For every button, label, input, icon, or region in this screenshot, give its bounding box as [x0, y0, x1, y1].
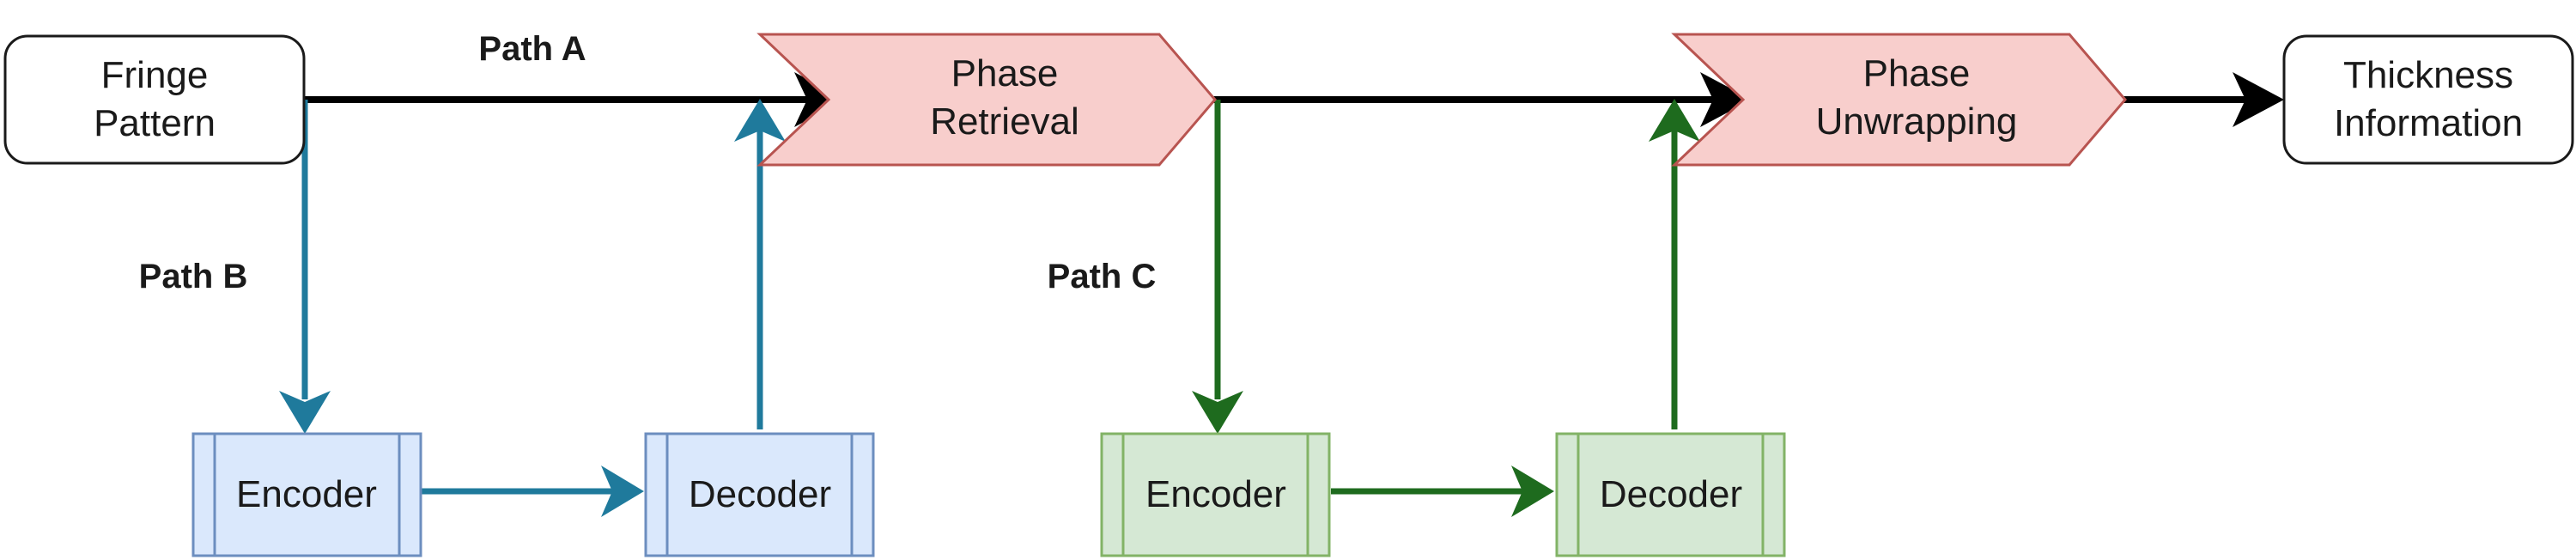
fringe-pattern-line1: Fringe [101, 54, 209, 96]
phase-retrieval-line2: Retrieval [930, 100, 1079, 143]
thickness-information-line2: Information [2334, 102, 2523, 144]
arrowhead-encoder-b [279, 391, 331, 434]
arrowhead-retrieval [794, 72, 846, 127]
phase-unwrapping-line1: Phase [1863, 52, 1971, 94]
arrowhead-decoder-c [1511, 466, 1554, 517]
fringe-pattern-line2: Pattern [94, 102, 216, 144]
path-c-label: Path C [1048, 258, 1157, 295]
path-c-lines [1192, 99, 1700, 517]
node-decoder-b: Decoder [644, 432, 875, 557]
path-b-label: Path B [139, 258, 248, 295]
arrowhead-decoder-b [601, 466, 644, 517]
decoder-b-label: Decoder [689, 473, 831, 515]
node-decoder-c: Decoder [1555, 432, 1786, 557]
node-phase-retrieval: Phase Retrieval [756, 33, 1217, 167]
arrowhead-retrieval-from-b [734, 99, 786, 142]
main-flow-lines [305, 72, 2284, 127]
node-fringe-pattern: Fringe Pattern [3, 34, 306, 165]
node-encoder-c: Encoder [1100, 432, 1331, 557]
phase-retrieval-line1: Phase [951, 52, 1059, 94]
phase-unwrapping-line2: Unwrapping [1816, 100, 2018, 143]
node-phase-unwrapping: Phase Unwrapping [1671, 33, 2127, 167]
decoder-c-label: Decoder [1600, 473, 1742, 515]
arrowhead-unwrapping [1700, 72, 1752, 127]
path-b-lines [279, 99, 786, 517]
encoder-b-label: Encoder [236, 473, 377, 515]
arrowhead-encoder-c [1192, 391, 1243, 434]
node-thickness-information: Thickness Information [2282, 34, 2574, 165]
thickness-information-line1: Thickness [2343, 54, 2513, 96]
path-a-label: Path A [478, 30, 586, 68]
arrowhead-thickness [2233, 72, 2284, 127]
encoder-c-label: Encoder [1145, 473, 1286, 515]
arrowhead-unwrapping-from-c [1649, 99, 1700, 142]
node-encoder-b: Encoder [191, 432, 422, 557]
